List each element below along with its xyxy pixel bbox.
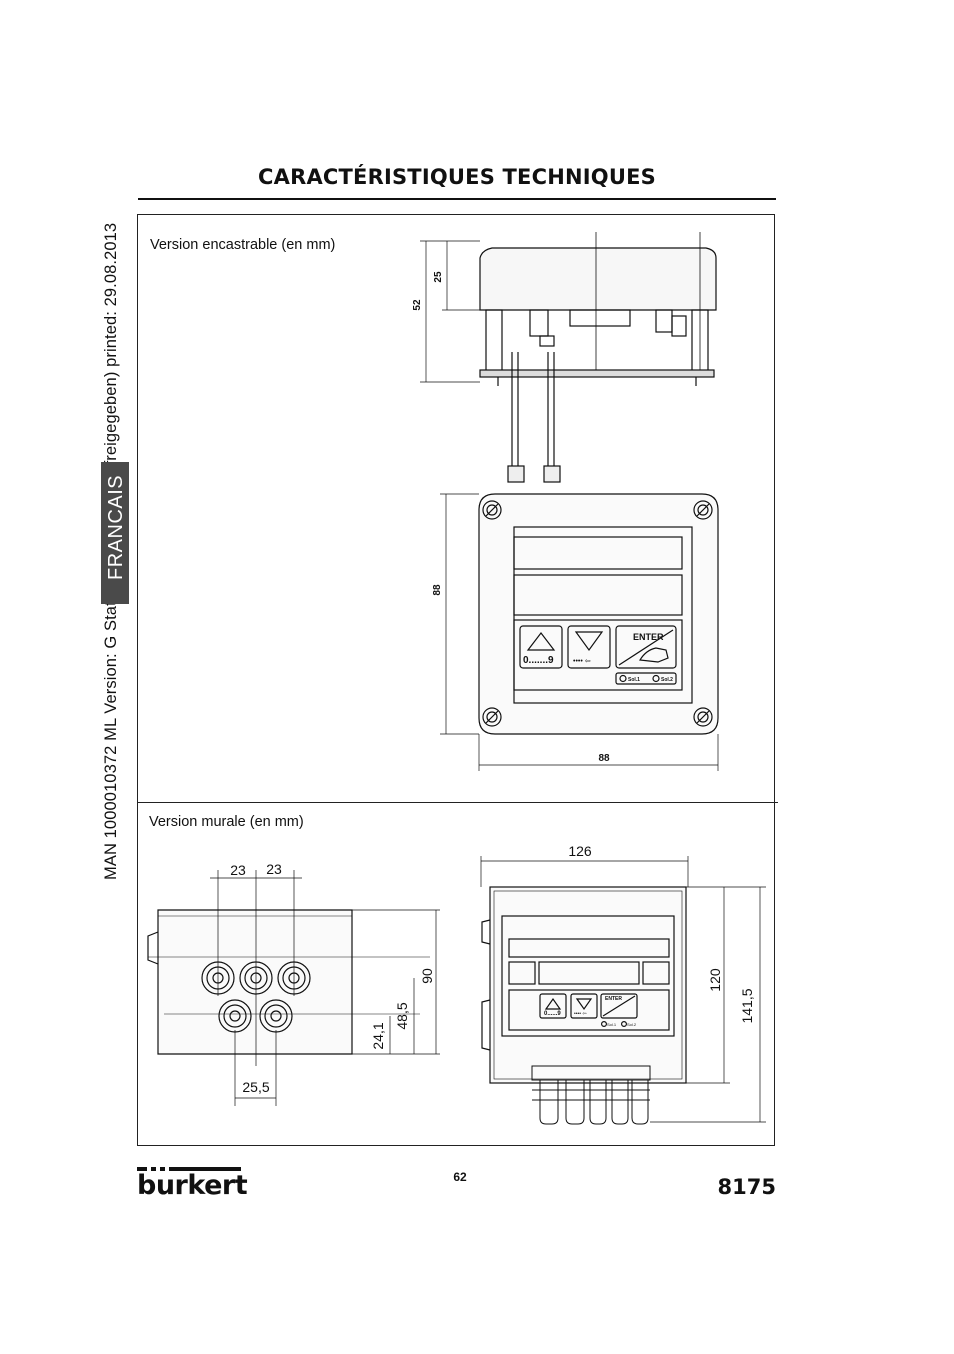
language-tab: FRANCAIS — [101, 462, 129, 604]
wall-front-dimensions — [480, 856, 766, 1123]
dim-wall-total-height: 141,5 — [739, 988, 755, 1023]
panel-side-view — [479, 232, 717, 483]
dim-row-lower: 24,1 — [370, 1022, 386, 1049]
page-number: 62 — [453, 1170, 467, 1184]
figure-divider — [137, 802, 778, 803]
page-title: CARACTÉRISTIQUES TECHNIQUES — [258, 165, 656, 189]
dim-pitch-right: 23 — [266, 861, 282, 877]
arrow-up-icon — [544, 997, 562, 1010]
dim-pitch-bottom: 25,5 — [242, 1079, 269, 1095]
wall-led1-label: Sol.1 — [607, 1022, 617, 1027]
logo-bar — [160, 1167, 165, 1171]
model-number: 8175 — [717, 1175, 776, 1199]
logo-bar — [137, 1167, 147, 1171]
dim-body-height: 90 — [419, 968, 435, 984]
panel-front-view — [478, 493, 719, 735]
panel-front-dimensions — [440, 493, 719, 771]
panel-side-dimensions — [420, 240, 480, 383]
caption-wall-mount: Version murale (en mm) — [149, 814, 304, 830]
dim-cover-height: 25 — [433, 271, 444, 283]
dim-wall-front-height: 120 — [707, 968, 723, 992]
figure-frame — [137, 214, 775, 1146]
wall-glands — [531, 1065, 651, 1125]
screw-icons — [482, 500, 713, 727]
arrow-down-icon — [574, 631, 604, 652]
title-rule — [138, 198, 776, 200]
brand-name: burkert — [137, 1170, 248, 1201]
dim-front-width: 88 — [598, 753, 610, 764]
dim-pitch-left: 23 — [230, 862, 246, 878]
panel-enter-label: ENTER — [633, 632, 664, 642]
caption-panel-mount: Version encastrable (en mm) — [150, 237, 336, 253]
logo-bar — [151, 1167, 156, 1171]
panel-digits-label: 0.......9 — [523, 655, 554, 666]
panel-led2-label: Sol.2 — [661, 677, 673, 683]
wall-digits-label: 0......9 — [544, 1011, 561, 1017]
dim-row-upper: 48,5 — [394, 1002, 410, 1029]
wall-arrow-label: •••• ⇦ — [574, 1011, 587, 1017]
logo-bar — [169, 1167, 241, 1171]
dim-overall-height: 52 — [412, 299, 423, 311]
wall-enter-label: ENTER — [605, 996, 622, 1002]
brand-logo: burkert — [137, 1167, 248, 1201]
arrow-down-icon — [575, 998, 593, 1011]
dim-wall-front-width: 126 — [568, 843, 592, 859]
wall-bottom-dimensions — [210, 870, 440, 1106]
wall-bottom-view — [147, 909, 430, 1055]
wall-led2-label: Sol.2 — [627, 1022, 637, 1027]
wall-front-view — [481, 886, 687, 1084]
panel-keypad — [519, 625, 677, 685]
dim-front-height: 88 — [432, 584, 443, 596]
hand-icon — [639, 647, 669, 663]
panel-led1-label: Sol.1 — [628, 677, 640, 683]
arrow-up-icon — [526, 632, 556, 651]
panel-arrow-label: •••• ⇦ — [573, 658, 591, 665]
